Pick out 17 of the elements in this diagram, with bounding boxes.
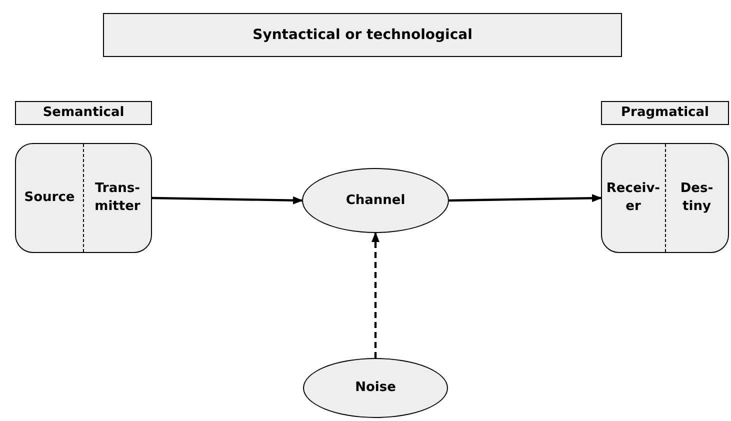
arrow bbox=[152, 196, 303, 204]
rounded-box bbox=[15, 143, 152, 253]
node-label: Receiv- er bbox=[606, 180, 660, 216]
node-label: Des- tiny bbox=[679, 180, 714, 216]
label-box bbox=[601, 101, 729, 125]
node-label: Semantical bbox=[42, 104, 124, 122]
node-label: Source bbox=[24, 189, 75, 207]
title-box bbox=[103, 13, 622, 57]
node-label: Trans- mitter bbox=[94, 180, 142, 216]
arrow bbox=[372, 232, 380, 358]
node-label: Channel bbox=[346, 192, 406, 210]
label-box bbox=[15, 101, 152, 125]
node-label: Syntactical or technological bbox=[252, 26, 472, 44]
node-label: Noise bbox=[355, 379, 396, 398]
rounded-box bbox=[601, 143, 729, 253]
node-label: Pragmatical bbox=[621, 104, 709, 122]
arrow bbox=[448, 194, 602, 202]
